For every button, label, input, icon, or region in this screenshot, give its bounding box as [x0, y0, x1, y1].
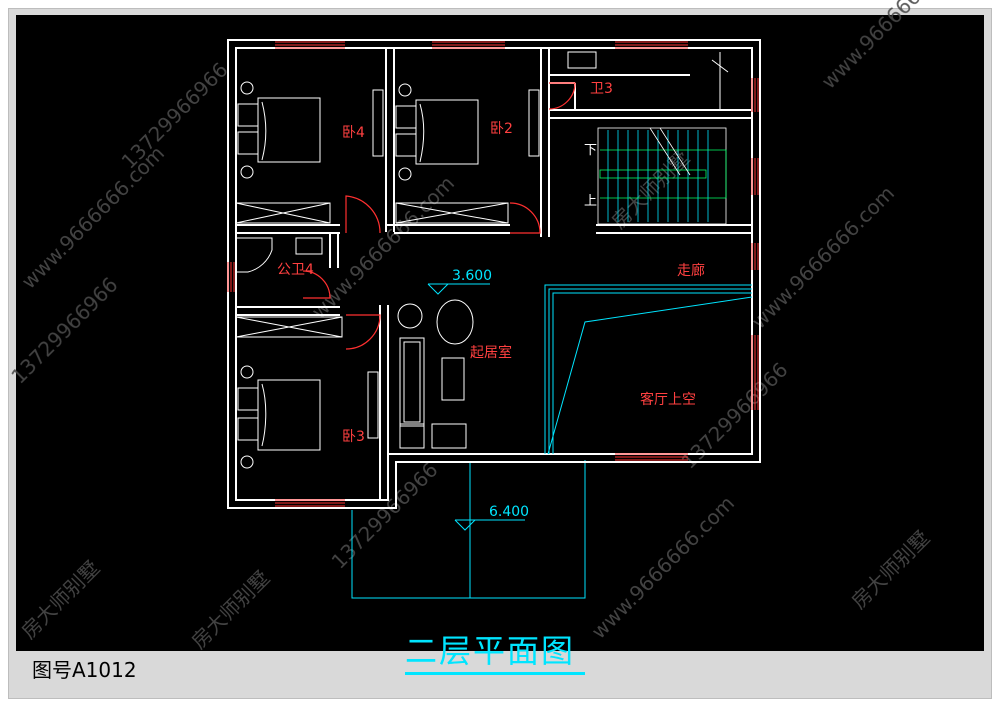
- door-swing: [345, 195, 381, 234]
- tv-cabinet: [441, 357, 465, 401]
- window: [751, 243, 759, 270]
- window: [615, 453, 688, 461]
- sink: [295, 237, 323, 255]
- room-label-bedroom3: 卧3: [342, 429, 365, 445]
- stair-up-label: 上: [584, 194, 597, 209]
- window: [275, 499, 345, 507]
- armchair: [399, 423, 425, 449]
- title-underline: [405, 672, 585, 675]
- bed: [395, 83, 479, 181]
- wardrobe: [235, 202, 331, 224]
- drawing-number: 图号A1012: [32, 658, 137, 682]
- desk: [372, 89, 384, 157]
- room-label-living: 起居室: [470, 344, 512, 361]
- door-swing: [548, 82, 576, 110]
- furniture: [235, 51, 729, 469]
- elevation-marker-roof: [454, 519, 525, 531]
- windows: [227, 41, 759, 507]
- room-label-bedroom4: 卧4: [342, 125, 365, 141]
- void-outline: [544, 284, 753, 455]
- balcony: [351, 460, 586, 599]
- coffee-table: [436, 299, 474, 345]
- staircase: [597, 127, 727, 225]
- elevation-floor: 3.600: [452, 268, 492, 284]
- window: [432, 41, 505, 49]
- elevation-marker-floor: [427, 283, 490, 295]
- window: [615, 41, 688, 49]
- stair-down-label: 下: [584, 143, 597, 158]
- wardrobe: [395, 202, 509, 224]
- shower: [235, 237, 273, 273]
- cad-canvas: [16, 15, 984, 651]
- window: [751, 335, 759, 410]
- door-swing: [302, 270, 331, 299]
- wardrobe: [235, 316, 343, 338]
- bed: [237, 81, 321, 179]
- room-label-public-bath4: 公卫4: [277, 262, 314, 278]
- room-label-bath3: 卫3: [590, 81, 613, 97]
- walls: [227, 39, 761, 509]
- sink: [567, 51, 597, 69]
- drawing-title: 二层平面图: [405, 632, 576, 670]
- window: [275, 41, 345, 49]
- room-label-corridor: 走廊: [677, 262, 705, 279]
- sofa: [399, 337, 425, 427]
- elevation-roof: 6.400: [489, 504, 529, 520]
- armchair: [431, 423, 467, 449]
- door-swing: [345, 314, 381, 350]
- stair-treads: [607, 130, 709, 222]
- door-swing: [509, 202, 541, 234]
- window: [751, 78, 759, 112]
- window: [751, 158, 759, 195]
- desk: [367, 371, 379, 439]
- desk: [528, 89, 540, 157]
- bed: [237, 365, 321, 469]
- room-label-bedroom2: 卧2: [490, 121, 513, 137]
- room-label-void: 客厅上空: [640, 391, 696, 408]
- window: [227, 262, 235, 292]
- doors: [302, 82, 576, 350]
